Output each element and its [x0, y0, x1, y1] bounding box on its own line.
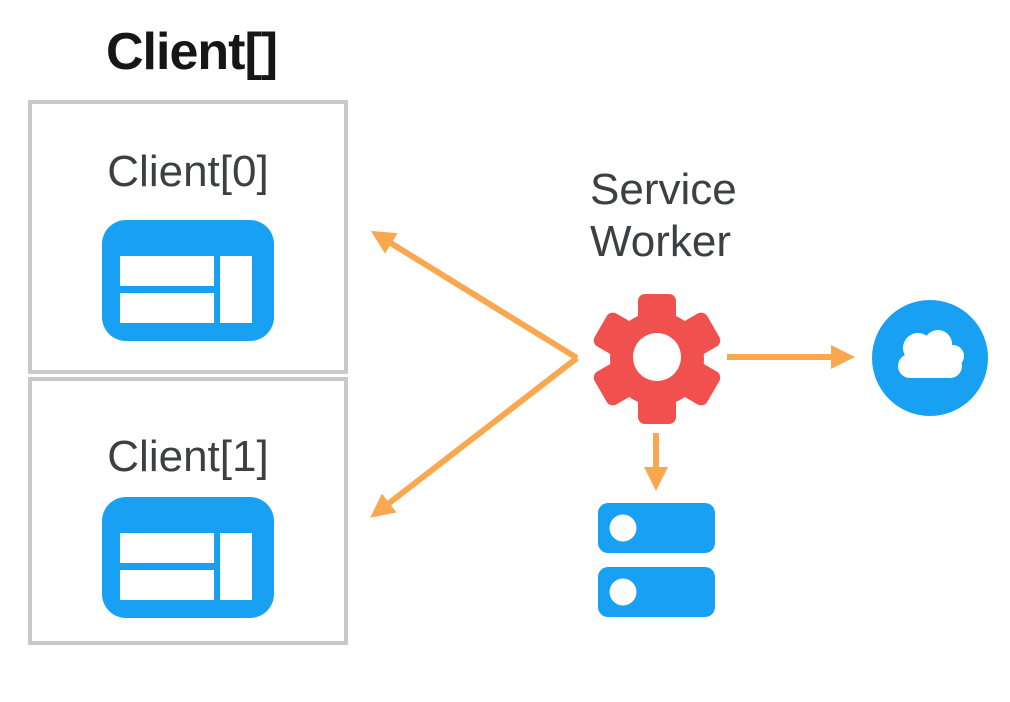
service-worker-label: Service Worker	[590, 164, 737, 268]
service-worker-label-line1: Service	[590, 165, 737, 214]
arrow-service-worker-to-client0	[370, 230, 579, 361]
client1-box: Client[1]	[28, 377, 348, 645]
service-worker-label-line2: Worker	[590, 217, 731, 266]
client0-box: Client[0]	[28, 100, 348, 374]
arrow-service-worker-to-client1	[370, 355, 579, 518]
browser-window-icon	[102, 220, 274, 341]
gear-icon	[593, 294, 721, 424]
client1-label: Client[1]	[107, 432, 269, 481]
database-icon	[598, 503, 715, 617]
browser-window-icon	[102, 497, 274, 618]
cloud-icon	[872, 300, 988, 416]
client0-label: Client[0]	[107, 147, 269, 196]
clients-group-title: Client[]	[106, 23, 278, 81]
